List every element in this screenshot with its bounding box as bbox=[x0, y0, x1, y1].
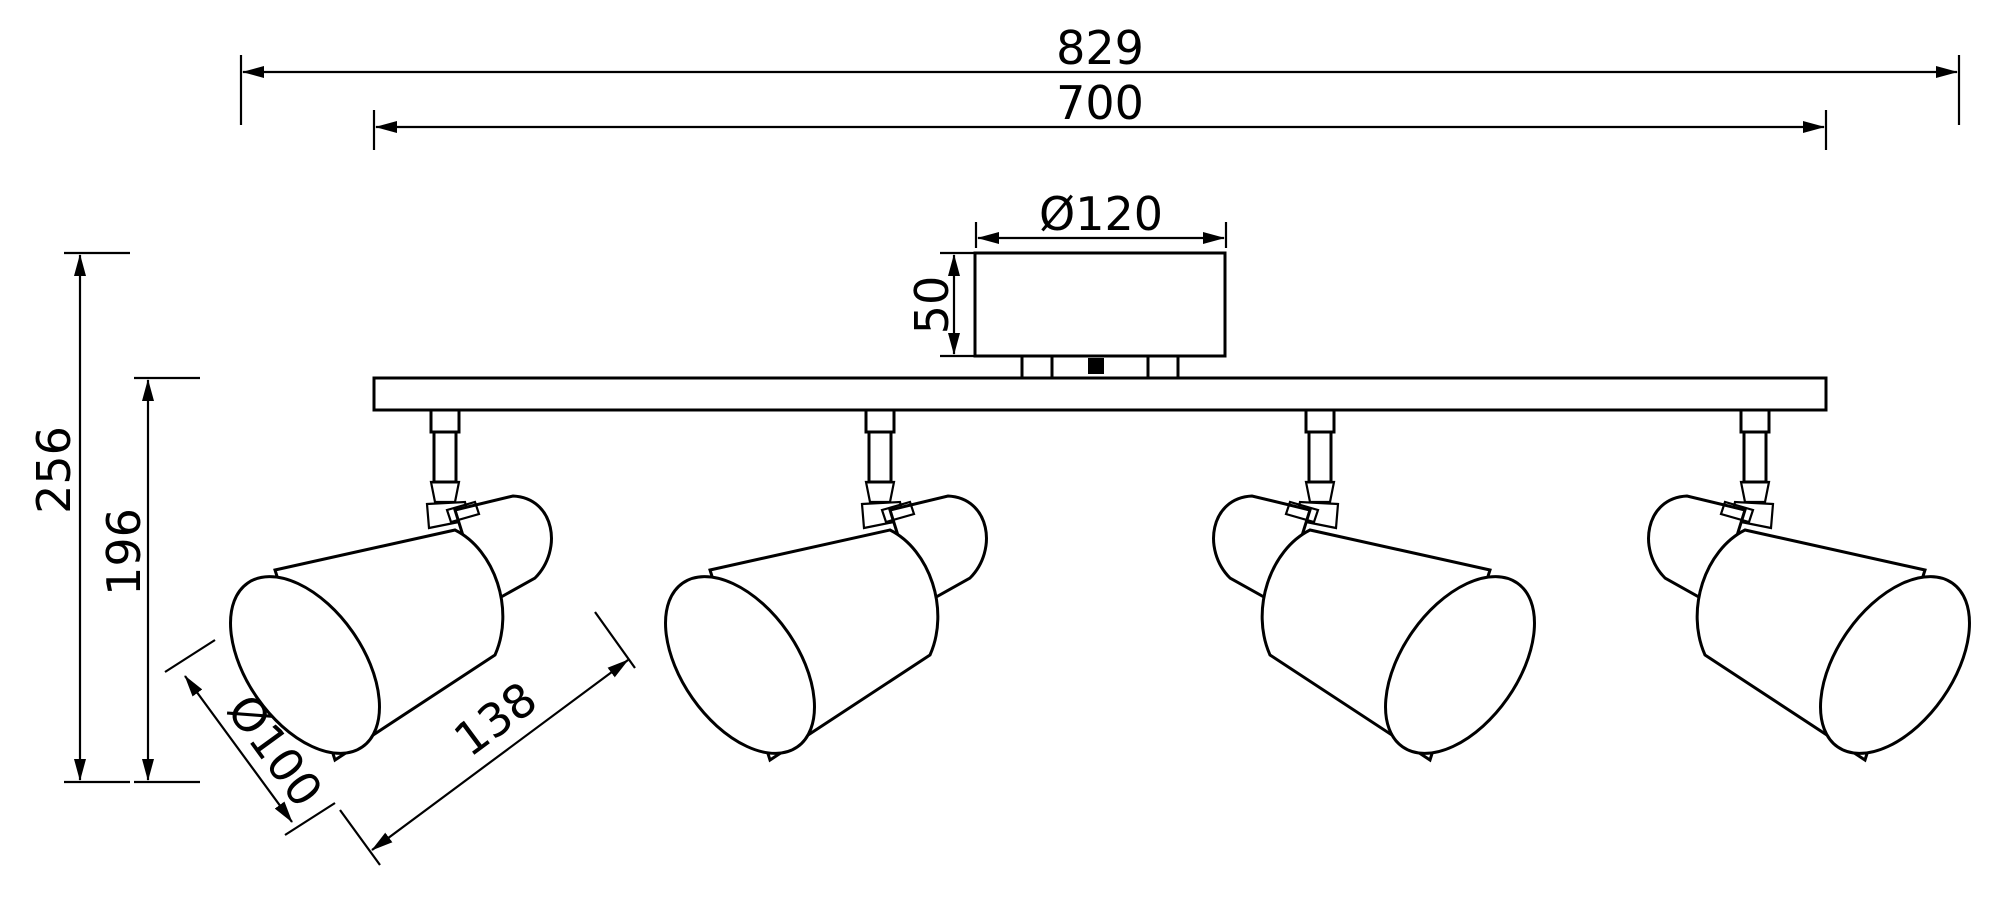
canopy-diameter-dimension: Ø120 bbox=[974, 187, 1228, 248]
bar-to-bottom-dimension: 196 bbox=[97, 376, 200, 784]
bar-to-bottom-label: 196 bbox=[97, 508, 151, 596]
overall-length-label: 829 bbox=[1056, 21, 1144, 75]
spotlight-2 bbox=[633, 408, 988, 782]
shade-length-label: 138 bbox=[444, 671, 547, 767]
spotlight-3 bbox=[1212, 408, 1567, 782]
mounting-bar bbox=[372, 376, 1828, 412]
canopy-height-label: 50 bbox=[905, 276, 959, 335]
bar-length-label: 700 bbox=[1056, 76, 1144, 130]
spotlight-4 bbox=[1647, 408, 2000, 782]
bar-length-dimension: 700 bbox=[372, 76, 1828, 150]
canopy-diameter-label: Ø120 bbox=[1039, 187, 1163, 241]
canopy-height-dimension: 50 bbox=[905, 251, 975, 358]
overall-height-label: 256 bbox=[27, 426, 81, 514]
overall-length-dimension: 829 bbox=[239, 21, 1961, 125]
overall-height-dimension: 256 bbox=[27, 251, 130, 784]
canopy bbox=[973, 251, 1227, 380]
